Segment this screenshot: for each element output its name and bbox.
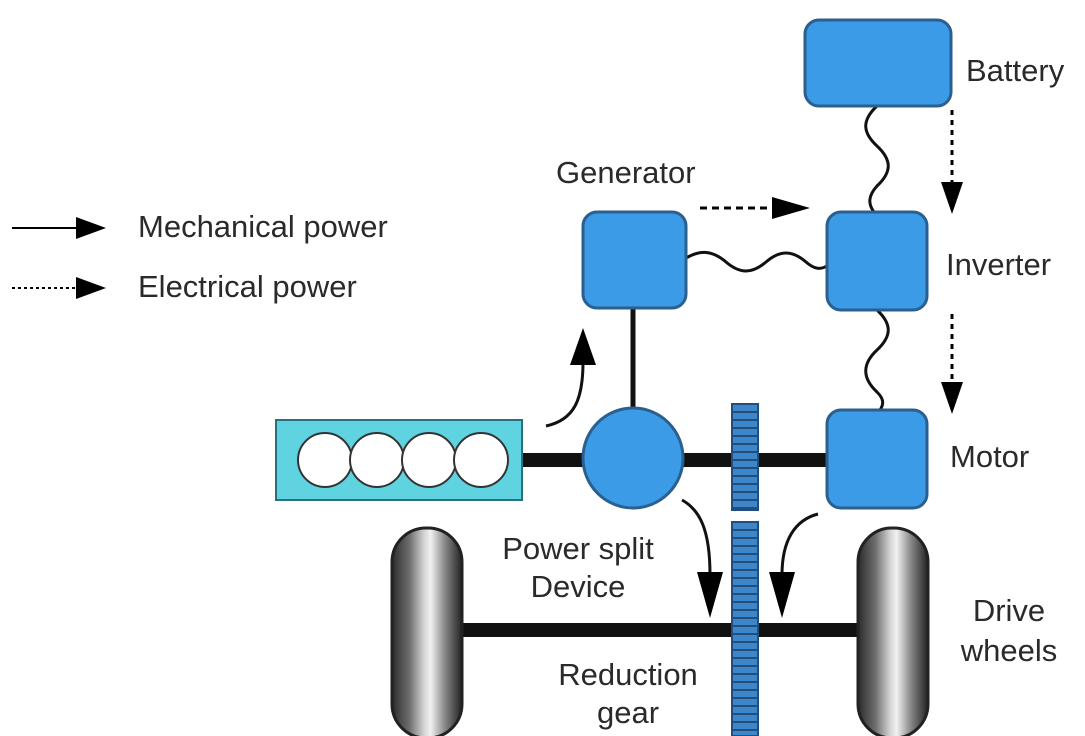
wire-battery-inverter: [864, 104, 890, 213]
reduction-gear-label-line2: gear: [596, 695, 660, 730]
power-split-label-line1: Power split: [502, 531, 654, 566]
wire-inverter-motor: [864, 308, 890, 411]
legend-mechanical-label: Mechanical power: [138, 209, 388, 244]
electrical-arrow-inverter-to-motor: [941, 314, 963, 414]
mechanical-arrow-engine-to-generator: [545, 328, 596, 428]
battery-box: [803, 18, 953, 108]
power-split-label-line2: Device: [530, 569, 626, 604]
inverter-label: Inverter: [946, 247, 1052, 282]
legend-electrical-arrow: [12, 277, 106, 299]
reduction-gear-label-line1: Reduction: [558, 657, 698, 692]
electrical-arrow-battery-to-inverter: [941, 110, 963, 214]
drive-wheels-label-line1: Drive: [972, 593, 1046, 628]
electrical-arrow-generator-to-inverter: [700, 197, 810, 219]
wire-generator-inverter: [685, 251, 828, 273]
legend-electrical-label: Electrical power: [138, 269, 357, 304]
generator-label: Generator: [556, 155, 696, 190]
inverter-box: [825, 210, 929, 312]
mechanical-arrow-split-to-axle: [681, 498, 723, 618]
mechanical-arrow-motor-to-axle: [769, 512, 819, 618]
power-split-device: [581, 406, 685, 510]
motor-label: Motor: [950, 439, 1030, 474]
drive-wheels-label-line2: wheels: [960, 633, 1058, 668]
battery-label: Battery: [966, 53, 1065, 88]
legend-mechanical-arrow: [12, 217, 106, 239]
generator-box: [581, 210, 688, 310]
engine: [275, 419, 523, 501]
left-wheel: [390, 526, 464, 736]
reduction-gear: [731, 403, 759, 736]
motor-box: [825, 408, 929, 510]
right-wheel: [856, 526, 930, 736]
